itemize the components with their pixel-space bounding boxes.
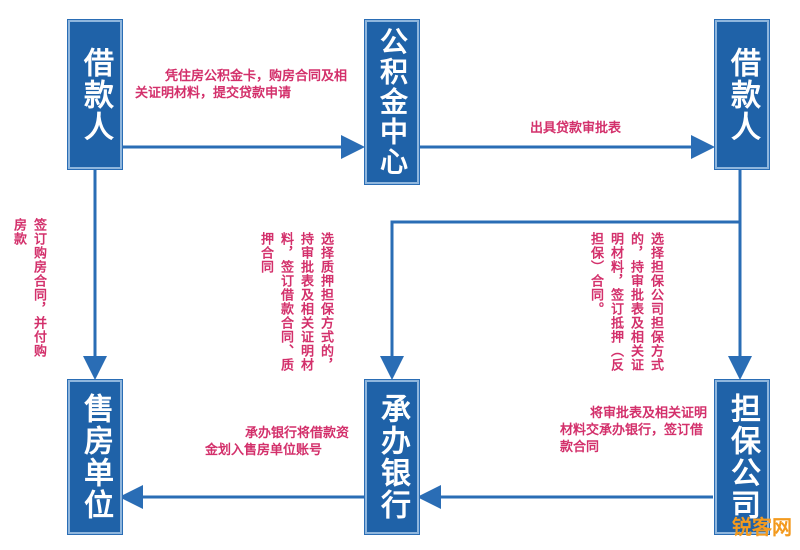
node-seller: 售房单位 — [68, 380, 122, 534]
label-approval: 出具贷款审批表 — [530, 121, 622, 136]
label-disburse: 承办银行将借款资金划入售房单位账号 — [205, 426, 350, 458]
node-guarantor: 担保公司 — [715, 380, 769, 534]
watermark-logo: 锐客网 — [732, 515, 792, 539]
node-fund-center: 公积金中心 — [365, 20, 419, 184]
arrow-pledge — [380, 220, 740, 380]
label-purchase: 签订购房合同，并付购房款 — [11, 218, 46, 358]
label-apply: 凭住房公积金卡，购房合同及相关证明材料，提交贷款申请 — [135, 69, 348, 101]
label-guarantee: 选择担保公司担保方式的，持审批表及相关证明材料，签订抵押（反担保）合同。 — [588, 232, 663, 372]
node-bank: 承办银行 — [365, 380, 419, 534]
node-borrower-2: 借款人 — [715, 20, 769, 169]
node-borrower-1: 借款人 — [68, 20, 122, 169]
label-to-bank: 将审批表及相关证明材料交承办银行，签订借款合同 — [560, 406, 708, 455]
label-pledge: 选择质押担保方式的，持审批表及相关证明材料，签订借款合同、质押合同 — [258, 232, 333, 372]
